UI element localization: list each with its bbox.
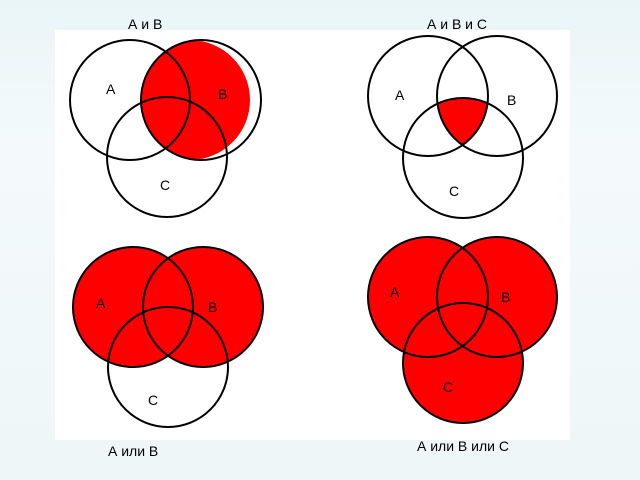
venn-a-or-b-or-c: А В С <box>367 236 558 424</box>
circle-c <box>402 97 524 219</box>
circle-c <box>106 96 228 218</box>
region-b <box>143 247 263 367</box>
venn-a-and-b: А В С <box>69 39 262 218</box>
circle-b <box>142 246 264 368</box>
label-c: С <box>148 392 158 408</box>
circle-b <box>140 39 262 161</box>
label-a: А <box>106 81 116 97</box>
label-a: А <box>395 87 405 103</box>
caption-a-and-b: А и В <box>128 16 163 32</box>
circle-a <box>367 35 489 157</box>
circle-b <box>436 236 558 358</box>
circle-a <box>69 39 191 161</box>
caption-a-and-b-and-c: А и В и С <box>427 16 487 32</box>
label-b: В <box>501 289 510 305</box>
circle-a <box>367 236 489 358</box>
label-a: А <box>96 295 106 311</box>
label-b: В <box>208 299 217 315</box>
venn-a-or-b: А В С <box>72 246 264 428</box>
circle-c <box>107 306 229 428</box>
label-a: А <box>390 284 400 300</box>
circle-b <box>436 35 558 157</box>
circle-a <box>72 246 194 368</box>
label-c: С <box>160 177 170 193</box>
region-a-and-b <box>141 40 250 160</box>
venn-a-and-b-and-c: А В С <box>367 35 558 219</box>
label-c: С <box>443 379 453 395</box>
caption-a-or-b: А или В <box>108 443 159 459</box>
label-b: В <box>507 92 516 108</box>
caption-a-or-b-or-c: А или В или С <box>417 438 509 454</box>
label-b: В <box>218 86 227 102</box>
label-c: С <box>449 183 459 199</box>
region-c <box>403 303 523 423</box>
circle-c <box>402 302 524 424</box>
